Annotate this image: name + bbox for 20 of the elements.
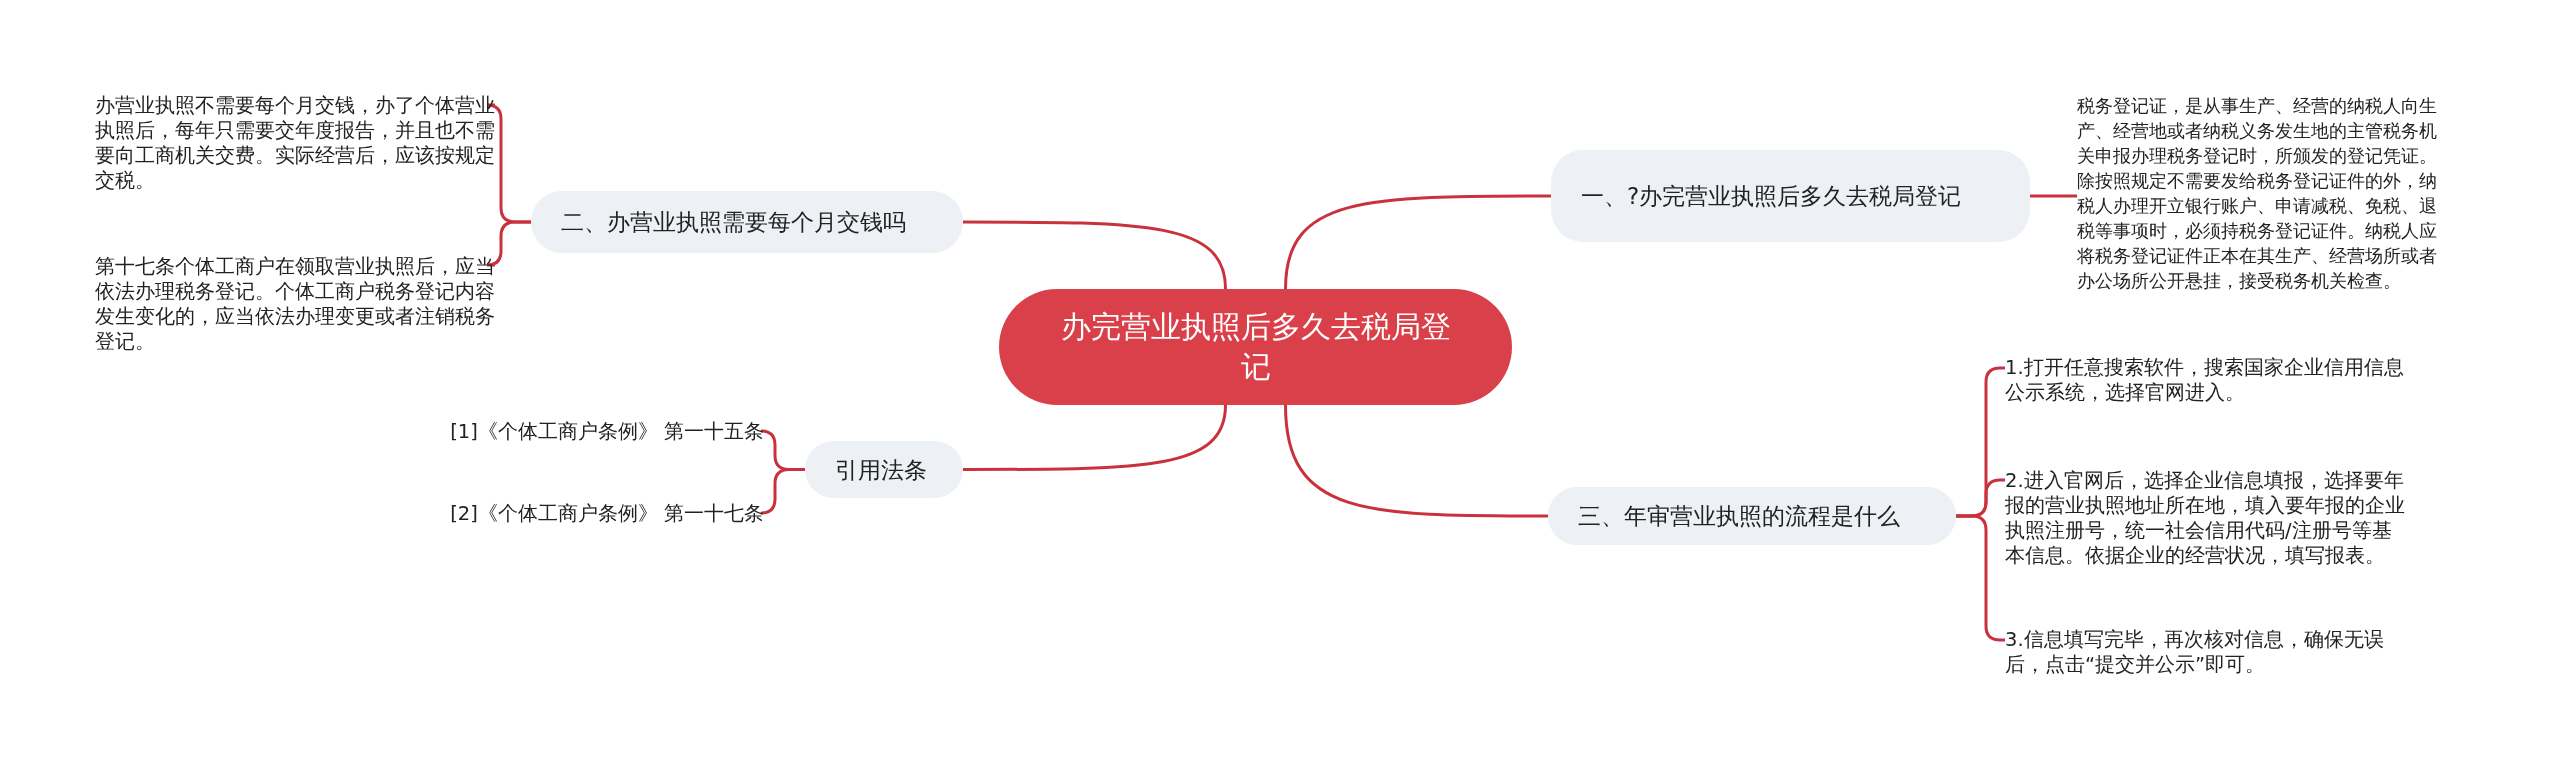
connector-line bbox=[2030, 194, 2077, 198]
note-text: [2]《个体工商户条例》 第一十七条 bbox=[452, 500, 764, 526]
topic-box: 引用法条 bbox=[805, 441, 963, 498]
topic-box: 三、年审营业执照的流程是什么 bbox=[1548, 487, 1956, 545]
central-topic: 办完营业执照后多久去税局登记 bbox=[999, 289, 1512, 405]
topic-box: 一、?办完营业执照后多久去税局登记 bbox=[1551, 150, 2030, 242]
note-text: 2.进入官网后，选择企业信息填报，选择要年报的营业执照地址所在地，填入要年报的企业执照注册号，统一社会信用代码/注册号等基本信息。依据企业的经营状况，填写报表。 bbox=[2005, 466, 2405, 570]
note-text: 1.打开任意搜索软件，搜索国家企业信用信息公示系统，选择官网进入。 bbox=[2005, 354, 2405, 406]
note-text: 税务登记证，是从事生产、经营的纳税人向生产、经营地或者纳税义务发生地的主管税务机关申报办理税务登记时，所颁发的登记凭证。除按照规定不需要发给税务登记证件的外，纳税人办理开立银行账户、申请减税、免税、退税等事项时，必须持税务登记证件。纳税人应将税务登记证件正本在其生产、经营场所或者办公场所公开悬挂，接受税务机关检查。 bbox=[2077, 90, 2442, 296]
connector-line bbox=[1284, 404, 1548, 518]
note-text: 3.信息填写完毕，再次核对信息，确保无误后，点击“提交并公示”即可。 bbox=[2005, 626, 2405, 678]
note-text: 第十七条个体工商户在领取营业执照后，应当依法办理税务登记。个体工商户税务登记内容发生变化的，应当依法办理变更或者注销税务登记。 bbox=[95, 251, 495, 357]
note-text: [1]《个体工商户条例》 第一十五条 bbox=[452, 418, 764, 444]
connector-line bbox=[759, 468, 805, 515]
connector-line bbox=[963, 404, 1227, 471]
note-text: 办营业执照不需要每个月交钱，办了个体营业执照后，每年只需要交年度报告，并且也不需要向工商机关交费。实际经营后，应该按规定交税。 bbox=[95, 91, 495, 195]
topic-box: 二、办营业执照需要每个月交钱吗 bbox=[531, 191, 963, 253]
connector-line bbox=[963, 220, 1227, 290]
connector-line bbox=[485, 220, 531, 267]
connector-line bbox=[1284, 194, 1551, 290]
